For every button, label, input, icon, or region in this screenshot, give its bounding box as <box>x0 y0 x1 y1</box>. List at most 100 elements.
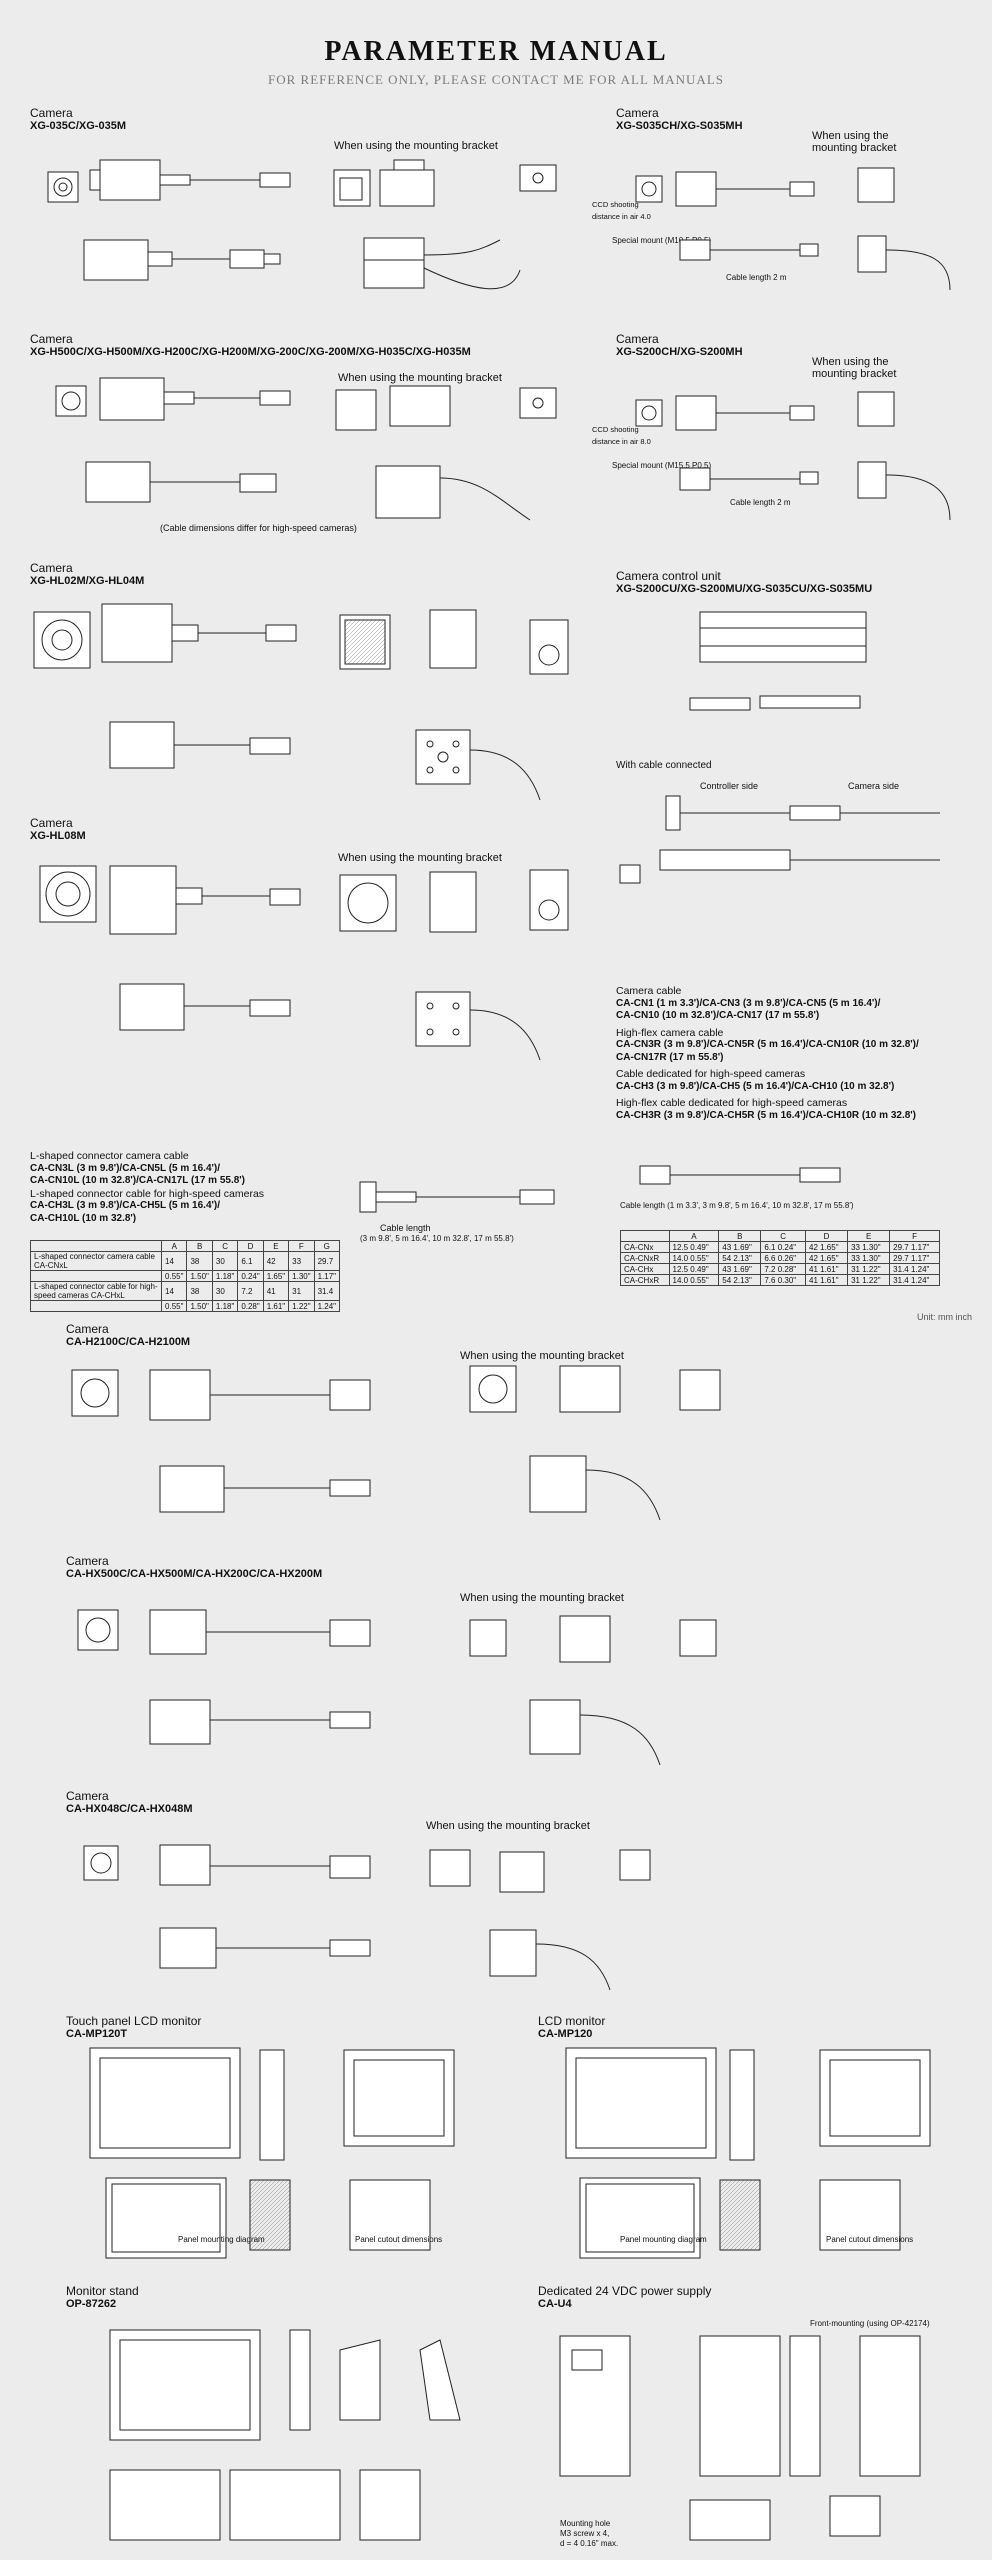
cable-models: CA-CN17R (17 m 55.8') <box>616 1051 724 1063</box>
ccd-distance-label: CCD shooting distance in air 8.0 <box>592 425 651 446</box>
section-label: Camera control unit <box>616 569 721 583</box>
cable-models: CA-CH3L (3 m 9.8')/CA-CH5L (5 m 16.4')/ <box>30 1200 220 1211</box>
bracket-note: When using the mounting bracket <box>812 130 897 154</box>
section-model: CA-MP120 <box>538 2028 593 2040</box>
section-xg-035: Camera XG-035C/XG-035M <box>30 107 126 133</box>
section-label: Camera <box>66 1789 109 1803</box>
section-model: CA-H2100C/CA-H2100M <box>66 1336 191 1348</box>
page-subtitle: FOR REFERENCE ONLY, PLEASE CONTACT ME FO… <box>268 72 724 87</box>
cable-length-label: Cable length 2 m <box>726 273 787 282</box>
section-model: XG-HL08M <box>30 830 86 842</box>
camera-cable-list: Camera cable CA-CN1 (1 m 3.3')/CA-CN3 (3… <box>616 985 976 1122</box>
section-xg-s035: Camera XG-S035CH/XG-S035MH <box>616 107 743 133</box>
table-cell: 1.50" <box>186 1300 213 1312</box>
controller-side-label: Controller side <box>700 781 759 791</box>
camera-front-view <box>47 171 79 203</box>
section-ca-mp120t: Touch panel LCD monitor CA-MP120T <box>66 2015 201 2041</box>
section-ca-mp120: LCD monitor CA-MP120 <box>538 2015 605 2041</box>
section-model: CA-U4 <box>538 2298 572 2310</box>
cable-models: CA-CN10 (10 m 32.8')/CA-CN17 (17 m 55.8'… <box>616 1010 820 1021</box>
l-cable-list: L-shaped connector camera cable CA-CN3L … <box>30 1150 350 1225</box>
section-ca-h2100: Camera CA-H2100C/CA-H2100M <box>66 1323 190 1349</box>
section-model: XG-S200CH/XG-S200MH <box>616 346 743 358</box>
cable-title: Cable dedicated for high-speed cameras <box>616 1068 806 1080</box>
cable-title: L-shaped connector camera cable <box>30 1150 189 1162</box>
section-xg-hl02: Camera XG-HL02M/XG-HL04M <box>30 562 144 588</box>
section-ca-u4: Dedicated 24 VDC power supply CA-U4 <box>538 2285 711 2311</box>
cable-length-values: (3 m 9.8', 5 m 16.4', 10 m 32.8', 17 m 5… <box>360 1234 514 1243</box>
table-cell: 54 2.13" <box>718 1274 762 1286</box>
section-label: Camera <box>30 561 73 575</box>
table-cell: 41 1.61" <box>805 1274 849 1286</box>
bracket-note: When using the mounting bracket <box>338 852 502 864</box>
unit-label: Unit: mm inch <box>916 1312 972 1322</box>
cable-models: CA-CN10L (10 m 32.8')/CA-CN17L (17 m 55.… <box>30 1175 246 1186</box>
cable-length-values: Cable length (1 m 3.3', 3 m 9.8', 5 m 16… <box>620 1201 854 1210</box>
section-model: OP-87262 <box>66 2298 117 2310</box>
table-cell: 31 1.22" <box>847 1274 891 1286</box>
cable-models: CA-CN3R (3 m 9.8')/CA-CN5R (5 m 16.4')/C… <box>616 1039 919 1050</box>
camera-bottom-view <box>83 239 281 281</box>
section-label: Camera <box>30 332 73 346</box>
with-cable-note: With cable connected <box>616 760 712 771</box>
bracket-note: When using the mounting bracket <box>426 1820 590 1832</box>
table-cell: 31.4 1.24" <box>889 1274 940 1286</box>
section-label: Camera <box>66 1322 109 1336</box>
cable-length-label: Cable length 2 m <box>730 498 791 507</box>
section-label: Touch panel LCD monitor <box>66 2014 202 2028</box>
panel-mounting-label: Panel mounting diagram <box>620 2235 707 2244</box>
section-xg-hl08: Camera XG-HL08M <box>30 817 86 843</box>
page-title: PARAMETER MANUAL <box>324 36 668 67</box>
bracket-note: When using the mounting bracket <box>812 356 897 380</box>
bracket-note: When using the mounting bracket <box>334 140 498 152</box>
cable-models: CA-CN3L (3 m 9.8')/CA-CN5L (5 m 16.4')/ <box>30 1162 220 1174</box>
ccd-distance-label: CCD shooting distance in air 4.0 <box>592 200 651 221</box>
section-xg-s200: Camera XG-S200CH/XG-S200MH <box>616 333 743 359</box>
panel-cutout-label: Panel cutout dimensions <box>355 2235 443 2244</box>
section-model: XG-S200CU/XG-S200MU/XG-S035CU/XG-S035MU <box>616 583 873 595</box>
cable-note: (Cable dimensions differ for high-speed … <box>160 523 357 533</box>
special-mount-label: Special mount (M15.5 P0.5) <box>612 461 712 470</box>
table-row: 0.55"1.50"1.18"0.28"1.61"1.22"1.24" <box>29 1300 341 1312</box>
cable-title: L-shaped connector cable for high-speed … <box>30 1187 265 1200</box>
m3-depth-label: d = 4 0.16" max. <box>560 2539 619 2548</box>
cable-title: High-flex camera cable <box>616 1026 724 1039</box>
section-label: Camera <box>30 106 73 120</box>
section-label: Camera <box>616 332 659 346</box>
cable-title: Camera cable <box>616 985 682 997</box>
bracket-note: When using the mounting bracket <box>338 372 502 384</box>
camera-side-view <box>89 159 291 201</box>
cable-models: CA-CH3 (3 m 9.8')/CA-CH5 (5 m 16.4')/CA-… <box>616 1080 895 1092</box>
section-model: XG-HL02M/XG-HL04M <box>30 575 145 587</box>
cable-models: CA-CH3R (3 m 9.8')/CA-CH5R (5 m 16.4')/C… <box>616 1109 916 1121</box>
cable-models: CA-CH10L (10 m 32.8') <box>30 1212 137 1224</box>
mounting-hole-label: Mounting hole <box>560 2519 611 2528</box>
panel-mounting-label: Panel mounting diagram <box>178 2235 265 2244</box>
section-xg-h500: Camera XG-H500C/XG-H500M/XG-H200C/XG-H20… <box>30 333 471 359</box>
section-label: LCD monitor <box>538 2014 606 2028</box>
section-ca-hx500: Camera CA-HX500C/CA-HX500M/CA-HX200C/CA-… <box>66 1555 322 1581</box>
section-ca-hx048: Camera CA-HX048C/CA-HX048M <box>66 1790 193 1816</box>
section-model: XG-035C/XG-035M <box>30 120 126 132</box>
bracket-note: When using the mounting bracket <box>460 1350 624 1362</box>
section-label: Camera <box>66 1554 109 1568</box>
section-model: CA-HX048C/CA-HX048M <box>66 1803 193 1815</box>
section-label: Dedicated 24 VDC power supply <box>538 2284 712 2298</box>
cable-models: CA-CN1 (1 m 3.3')/CA-CN3 (3 m 9.8')/CA-C… <box>616 997 881 1009</box>
section-model: CA-HX500C/CA-HX500M/CA-HX200C/CA-HX200M <box>66 1568 323 1580</box>
special-mount-label: Special mount (M10.5 P0.5) <box>612 236 712 245</box>
cable-title: High-flex cable dedicated for high-speed… <box>616 1097 848 1109</box>
section-control-unit: Camera control unit XG-S200CU/XG-S200MU/… <box>616 570 872 596</box>
section-label: Camera <box>30 816 73 830</box>
section-label: Monitor stand <box>66 2284 139 2298</box>
camera-side-label: Camera side <box>848 781 900 791</box>
table-cell: 1.24" <box>313 1300 341 1312</box>
section-label: Camera <box>616 106 659 120</box>
section-model: XG-S035CH/XG-S035MH <box>616 120 743 132</box>
